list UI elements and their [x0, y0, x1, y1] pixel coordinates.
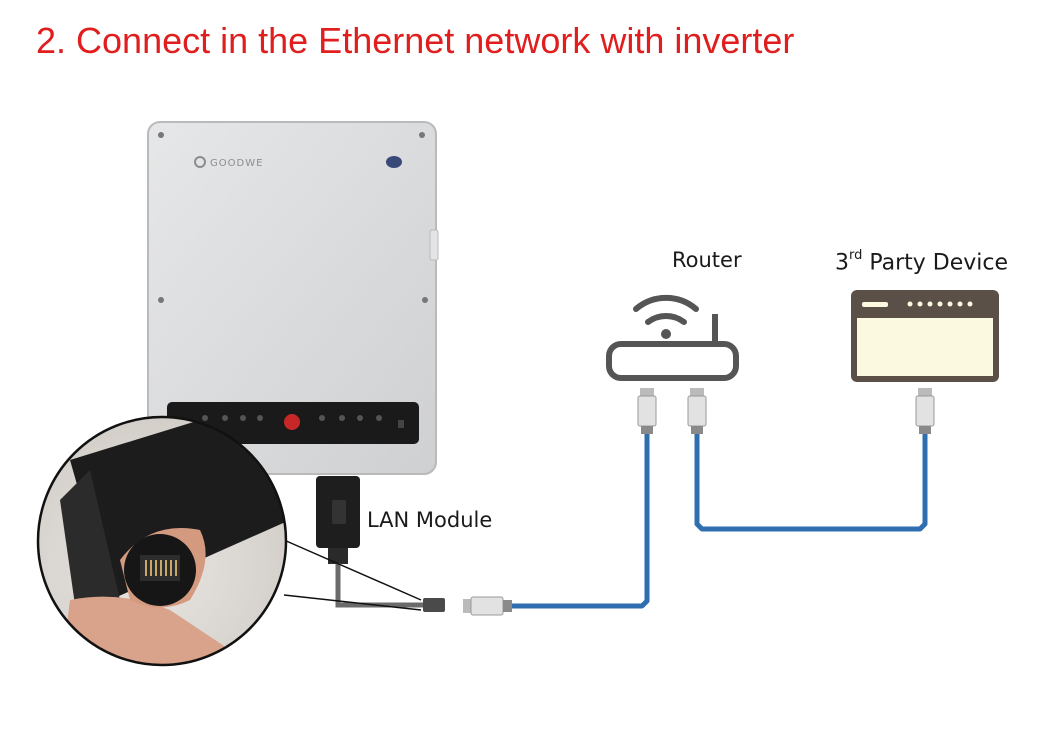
goodwe-logo: GOODWE [194, 156, 263, 169]
page-title: 2. Connect in the Ethernet network with … [36, 20, 795, 61]
ethernet-cable [512, 432, 928, 609]
callout-line [283, 594, 422, 611]
third-party-device-label: 3rd Party Device [835, 248, 1009, 276]
inverter: GOODWE [147, 121, 439, 475]
router-label: Router [672, 248, 742, 272]
lan-module-label: LAN Module [367, 508, 493, 532]
logo-text: GOODWE [210, 158, 263, 169]
led-panel [167, 402, 419, 444]
connector-closeup [36, 415, 288, 667]
rj45-plug [687, 388, 707, 434]
rj45-plug [463, 596, 512, 616]
lan-module [316, 476, 360, 564]
callout-line [283, 539, 422, 601]
module-cable [335, 563, 445, 612]
cloud-icon [386, 156, 402, 168]
router-icon [606, 294, 739, 381]
rj45-plug [915, 388, 935, 434]
third-party-device-icon [851, 290, 999, 382]
rj45-plug [637, 388, 657, 434]
